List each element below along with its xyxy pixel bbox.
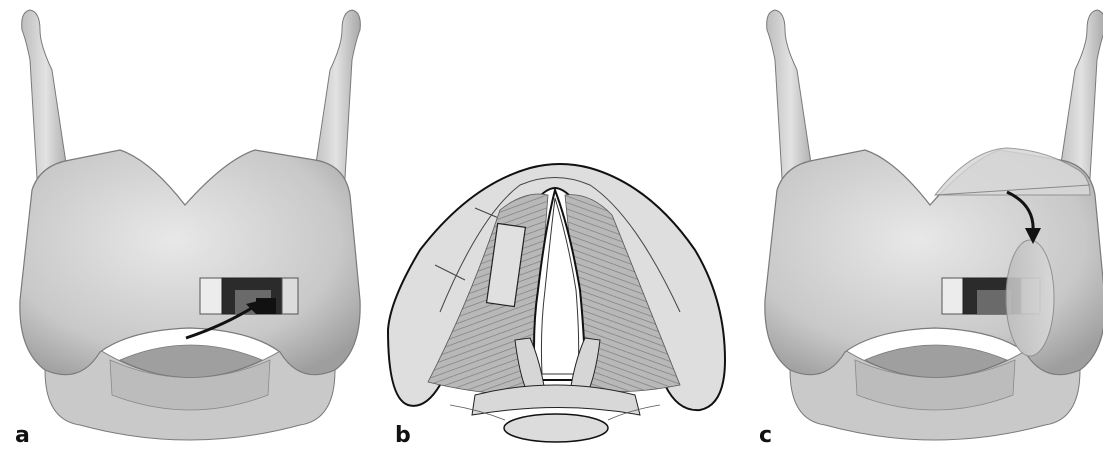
- panel-label-a: a: [15, 425, 30, 447]
- panel-label-b: b: [395, 425, 411, 447]
- thyroid-cartilage-c: [745, 0, 1103, 454]
- panel-b: b: [380, 0, 750, 454]
- thyroid-cartilage-a: [0, 0, 380, 454]
- panel-c: c: [745, 0, 1103, 454]
- larynx-cross-section: [380, 0, 750, 454]
- panel-label-c: c: [759, 425, 772, 447]
- panel-a: a: [0, 0, 380, 454]
